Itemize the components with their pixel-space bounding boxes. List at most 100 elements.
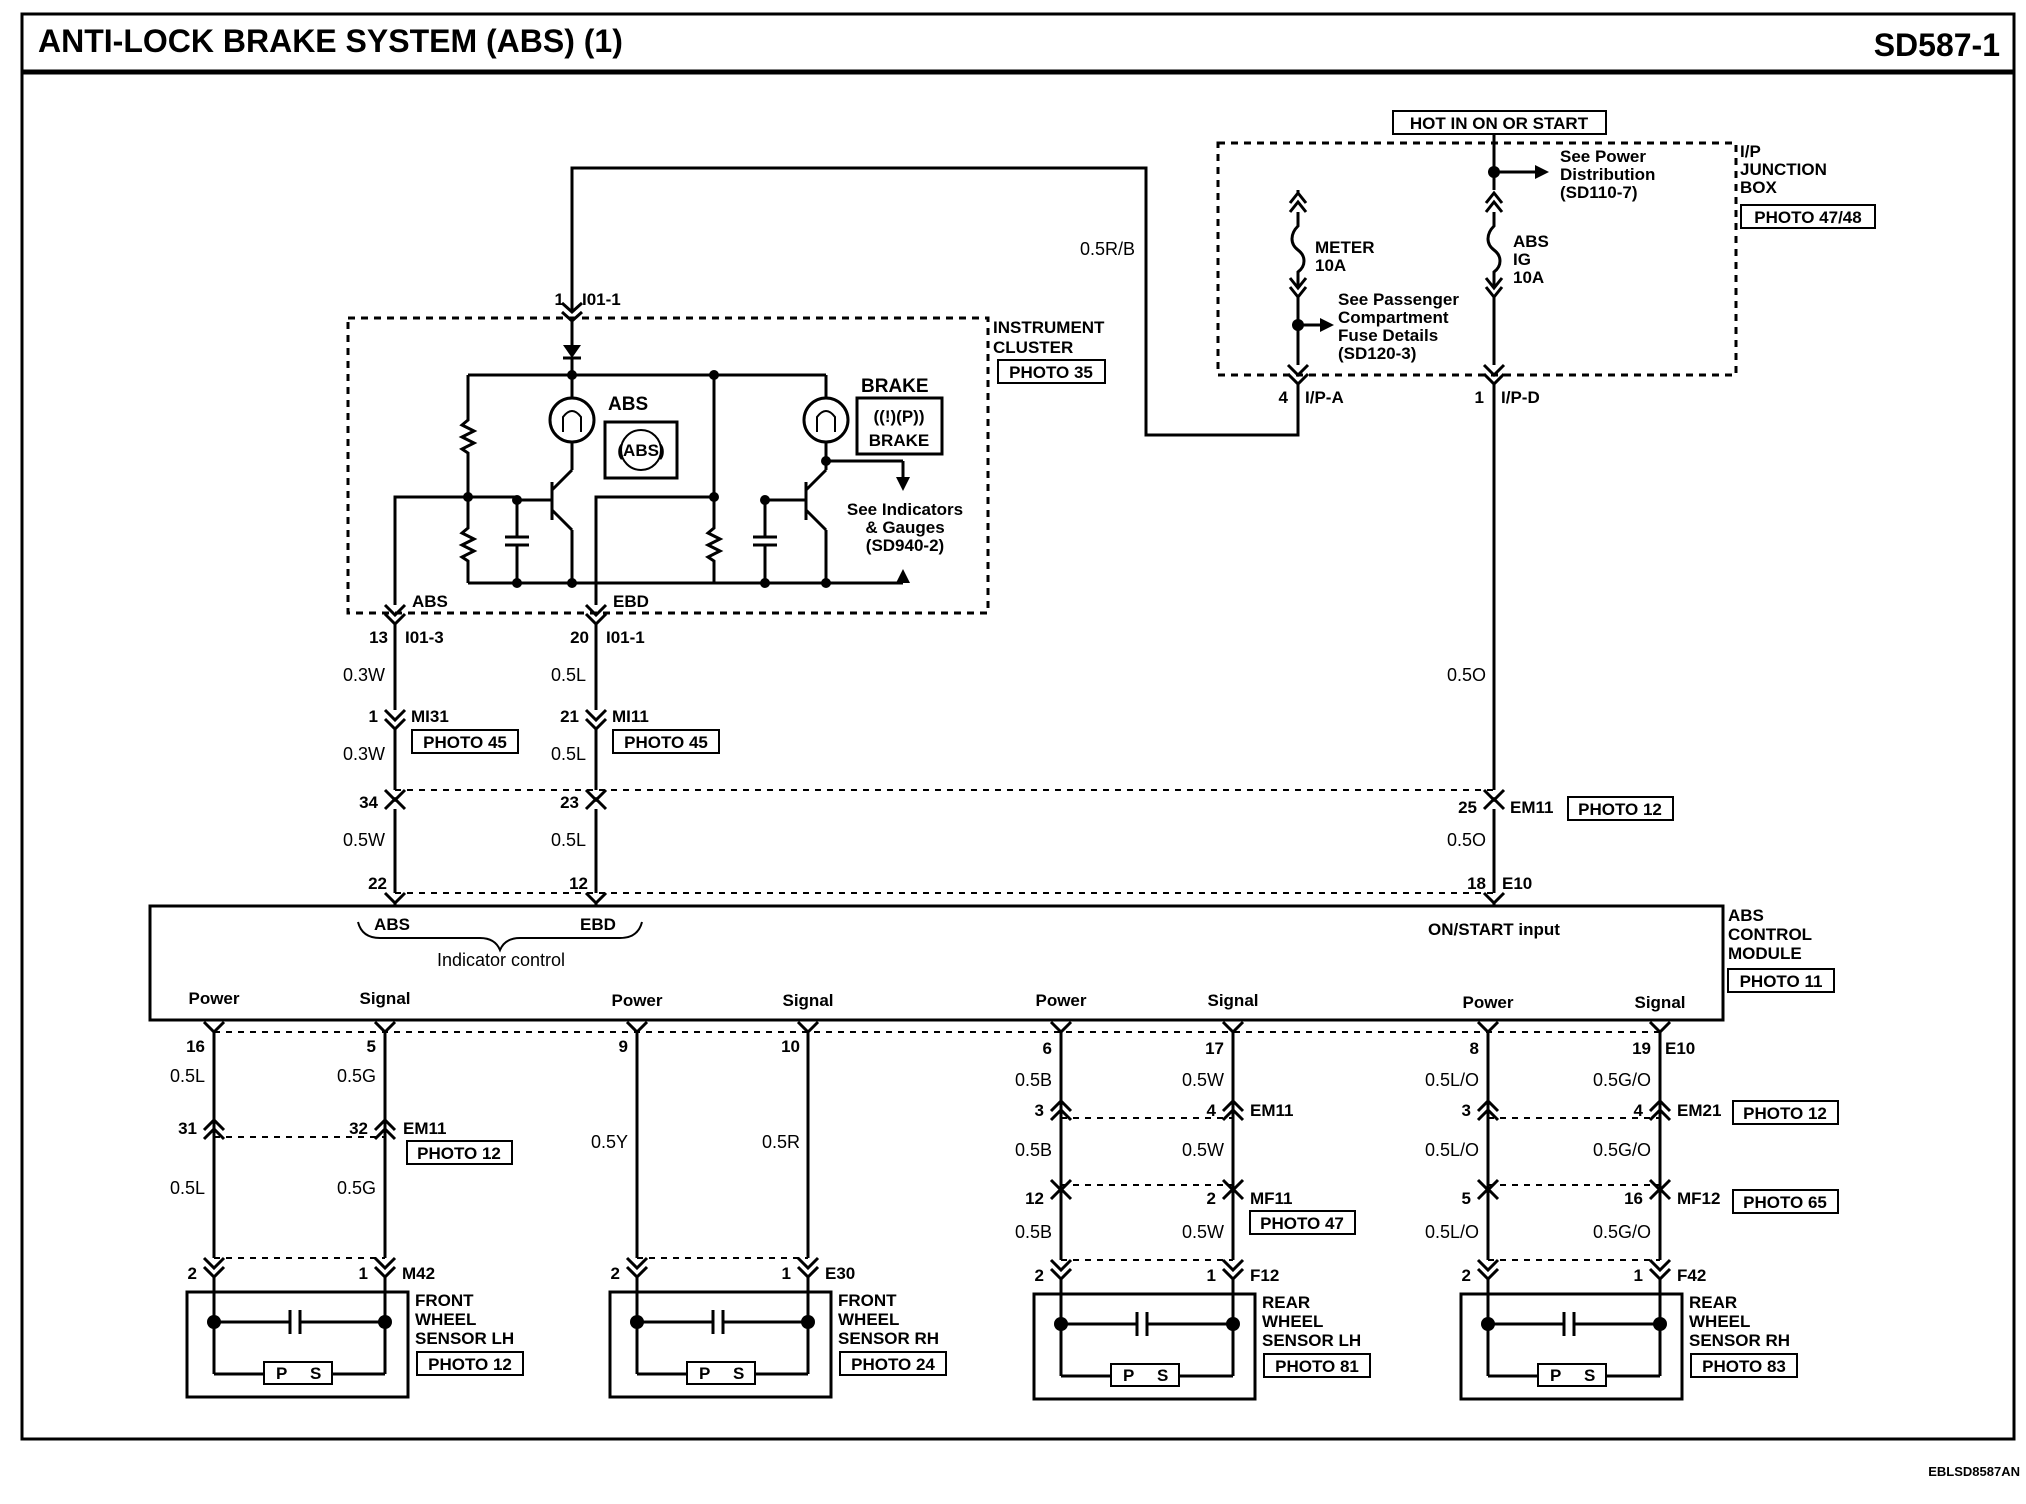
wire-g-1: 0.5G [337, 1066, 376, 1086]
abs-symbol-box [603, 420, 679, 480]
module-ebd: EBD [580, 915, 616, 934]
wire-g-2: 0.5G [337, 1178, 376, 1198]
pin-17: 17 [1205, 1039, 1224, 1058]
conn-em11-lh: EM11 [403, 1119, 446, 1138]
wire-l-1: 0.5L [170, 1066, 205, 1086]
conn-mf11: MF11 [1250, 1189, 1293, 1208]
wire-05l-a: 0.5L [551, 665, 586, 685]
power-dist-ref-3: (SD110-7) [1560, 183, 1637, 202]
passenger-fuse-ref-2: Compartment [1338, 308, 1449, 327]
passenger-fuse-ref-3: Fuse Details [1338, 326, 1438, 345]
sensor-1-name-1: FRONT [415, 1291, 474, 1310]
sensor-1-photo-box [416, 1351, 524, 1376]
wire-w-1: 0.5W [1182, 1070, 1224, 1090]
pin-5: 5 [367, 1037, 376, 1056]
s4-pin-1: 1 [1634, 1266, 1643, 1285]
mf11-photo: PHOTO 47 [1260, 1214, 1344, 1233]
pin-13: 13 [369, 628, 388, 647]
hot-label-box [1392, 110, 1607, 135]
pin-10: 10 [781, 1037, 800, 1056]
wire-b-2: 0.5B [1015, 1140, 1052, 1160]
cluster-out-abs: ABS [412, 592, 448, 611]
sensor-2-photo-box [839, 1351, 947, 1376]
sensor-2-name-2: WHEEL [838, 1310, 899, 1329]
meter-fuse-icon [1288, 190, 1308, 300]
indicators-ref-1: See Indicators [847, 500, 963, 519]
conn-f12: F12 [1250, 1266, 1279, 1285]
wire-lo-2: 0.5L/O [1425, 1140, 1479, 1160]
indicators-ref-2: & Gauges [865, 518, 944, 537]
conn-mi31: MI31 [411, 707, 449, 726]
brake-symbol: ((!)(P)) [874, 407, 925, 426]
pin-12-mf11: 12 [1025, 1189, 1044, 1208]
module-power-1: Power [188, 989, 239, 1008]
abs-lamp-icon [548, 396, 596, 444]
s3-pin-2: 2 [1035, 1266, 1044, 1285]
module-abs: ABS [374, 915, 410, 934]
sensor-2-photo: PHOTO 24 [851, 1355, 935, 1374]
module-name-3: MODULE [1728, 944, 1802, 963]
mi11-photo-box [612, 729, 720, 754]
sensor-2-name-3: SENSOR RH [838, 1329, 939, 1348]
diode-icon [563, 345, 581, 358]
em11-photo-box [1567, 796, 1674, 821]
sensor-1-name-2: WHEEL [415, 1310, 476, 1329]
pin-22: 22 [368, 874, 387, 893]
ps-box-2 [686, 1361, 756, 1385]
module-signal-2: Signal [782, 991, 833, 1010]
abs-fuse-label-3: 10A [1513, 268, 1544, 287]
brake-symbol-box [855, 396, 944, 456]
conn-mi11: MI11 [612, 707, 649, 726]
sensor-4-photo: PHOTO 83 [1702, 1357, 1786, 1376]
sensor-3-s: S [1157, 1366, 1168, 1385]
wire-05w-mid: 0.5W [343, 830, 385, 850]
sensor-4-photo-box [1690, 1353, 1798, 1378]
pin-3-em11: 3 [1035, 1101, 1044, 1120]
mf11-photo-box [1249, 1210, 1356, 1235]
abs-lamp-label: ABS [608, 394, 648, 415]
conn-f42: F42 [1677, 1266, 1706, 1285]
wire-go-2: 0.5G/O [1593, 1140, 1651, 1160]
pin-20: 20 [570, 628, 589, 647]
pin-16-mf12: 16 [1624, 1189, 1643, 1208]
pin-4-em21: 4 [1634, 1101, 1644, 1120]
bottom-harness: 16 5 9 10 6 17 8 19 E10 0.5L 0.5G 0.5Y 0… [170, 1020, 1839, 1285]
wire-y-1: 0.5Y [591, 1132, 628, 1152]
passenger-fuse-ref-4: (SD120-3) [1338, 344, 1416, 363]
abs-fuse-label-1: ABS [1513, 232, 1549, 251]
wire-b-1: 0.5B [1015, 1070, 1052, 1090]
pin-12: 12 [569, 874, 588, 893]
em21-photo-box [1732, 1100, 1839, 1125]
wheel-sensor-rear-rh: P S REAR WHEEL SENSOR RH PHOTO 83 [1459, 1279, 1798, 1401]
pin-31: 31 [178, 1119, 197, 1138]
em11-lh-photo-box [406, 1140, 513, 1165]
wire-r-b-label: 0.5R/B [1080, 239, 1135, 259]
pin-9: 9 [619, 1037, 628, 1056]
abs-symbol: (ABS) [617, 441, 664, 460]
module-power-3: Power [1035, 991, 1086, 1010]
brake-ref-arrow-icon [896, 477, 910, 491]
wire-05l-b: 0.5L [551, 744, 586, 764]
module-on-start: ON/START input [1428, 920, 1560, 939]
sensor-4-name-2: WHEEL [1689, 1312, 1750, 1331]
sensor-1-p: P [276, 1364, 287, 1383]
conn-em11: EM11 [1510, 798, 1553, 817]
ip-d-pin: 1 [1475, 388, 1484, 407]
brake-lamp-label: BRAKE [861, 376, 929, 397]
cluster-photo-box [997, 359, 1106, 384]
power-dist-ref-2: Distribution [1560, 165, 1655, 184]
s2-pin-2: 2 [611, 1264, 620, 1283]
em11-lh-photo: PHOTO 12 [417, 1144, 501, 1163]
conn-e30: E30 [825, 1264, 855, 1283]
junction-box-photo: PHOTO 47/48 [1754, 208, 1861, 227]
pin-8: 8 [1470, 1039, 1479, 1058]
mid-harness: 13 I01-3 20 I01-1 0.3W 0.5L 1 MI31 PHOTO… [343, 384, 1674, 906]
em11-photo: PHOTO 12 [1578, 800, 1662, 819]
sensor-3-name-2: WHEEL [1262, 1312, 1323, 1331]
diagram-frame [20, 12, 2016, 1441]
pin-2-mf11: 2 [1207, 1189, 1216, 1208]
module-power-4: Power [1462, 993, 1513, 1012]
mi31-photo: PHOTO 45 [423, 733, 507, 752]
em21-photo: PHOTO 12 [1743, 1104, 1827, 1123]
junction-box: HOT IN ON OR START I/P JUNCTION BOX PHOT… [1216, 110, 1876, 407]
